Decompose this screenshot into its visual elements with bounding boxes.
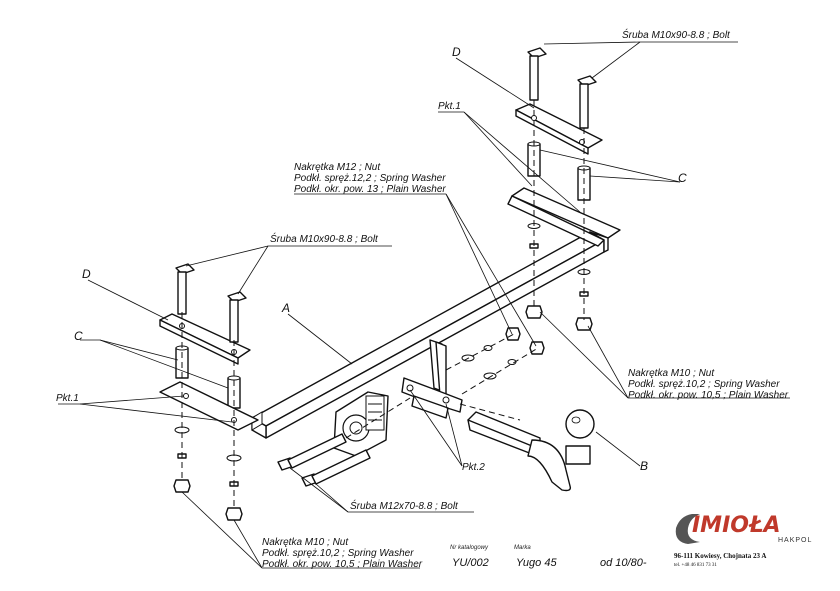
ball-insert-path bbox=[459, 403, 521, 421]
label-pkt2: Pkt.2 bbox=[462, 462, 485, 473]
label-d-top: D bbox=[452, 45, 461, 59]
bolts-m12-bottom bbox=[277, 433, 371, 487]
make-caption: Marka bbox=[514, 545, 531, 551]
label-nut10-left-line3: Podkł. okr. pow. 10,5 ; Plain Washer bbox=[262, 559, 423, 570]
nuts-left-under bbox=[173, 426, 243, 521]
ball-mount-bracket bbox=[401, 339, 463, 419]
axis-m12-2 bbox=[461, 347, 539, 395]
company-logo: IMIOŁA HAKPOL bbox=[675, 513, 812, 544]
label-a: A bbox=[281, 301, 290, 315]
axis-m12-bottom bbox=[345, 397, 411, 439]
socket-plate bbox=[333, 391, 389, 457]
label-nut10-right-line3: Podkł. okr. pow. 10,5 ; Plain Washer bbox=[628, 390, 789, 401]
label-bolt-left: Śruba M10x90-8.8 ; Bolt bbox=[270, 232, 379, 245]
logo-swoosh-icon bbox=[675, 514, 700, 544]
label-pkt1-left: Pkt.1 bbox=[56, 393, 79, 404]
label-nut12-line1: Nakrętka M12 ; Nut bbox=[294, 162, 381, 173]
years-value: od 10/80- bbox=[600, 557, 647, 569]
main-beam bbox=[251, 187, 621, 439]
label-c-left: C bbox=[74, 329, 83, 343]
company-address: 96-111 Kowiesy, Chojnata 23 A bbox=[674, 552, 766, 560]
label-b: B bbox=[640, 459, 648, 473]
label-d-left: D bbox=[82, 267, 91, 281]
label-bolt-bottom: Śruba M12x70-8.8 ; Bolt bbox=[350, 499, 459, 512]
label-nut10-left-line2: Podkł. spręż.10,2 ; Spring Washer bbox=[262, 548, 414, 559]
axis-m12-1 bbox=[445, 333, 515, 371]
company-phone: tel. +48 46 831 73 31 bbox=[674, 563, 717, 568]
label-c-right: C bbox=[678, 171, 687, 185]
logo-subtext: HAKPOL bbox=[778, 537, 812, 544]
label-nut10-left-line1: Nakrętka M10 ; Nut bbox=[262, 537, 349, 548]
logo-text: IMIOŁA bbox=[692, 513, 781, 538]
leader-lines bbox=[58, 41, 790, 569]
tow-ball bbox=[467, 409, 595, 492]
bolts-left bbox=[175, 263, 247, 343]
plate-pkt1-left bbox=[159, 381, 259, 431]
label-nut10-right-line2: Podkł. spręż.10,2 ; Spring Washer bbox=[628, 379, 780, 390]
label-bolt-top: Śruba M10x90-8.8 ; Bolt bbox=[622, 28, 731, 41]
label-nut10-right-line1: Nakrętka M10 ; Nut bbox=[628, 368, 715, 379]
label-nut12-line3: Podkł. okr. pow. 13 ; Plain Washer bbox=[294, 184, 446, 195]
label-pkt1-top: Pkt.1 bbox=[438, 101, 461, 112]
center-nuts-m12 bbox=[461, 327, 545, 380]
catalog-number: YU/002 bbox=[452, 557, 489, 569]
label-nut12-line2: Podkł. spręż.12,2 ; Spring Washer bbox=[294, 173, 446, 184]
make-value: Yugo 45 bbox=[516, 557, 557, 569]
catalog-caption: Nr katalogowy bbox=[450, 545, 489, 551]
